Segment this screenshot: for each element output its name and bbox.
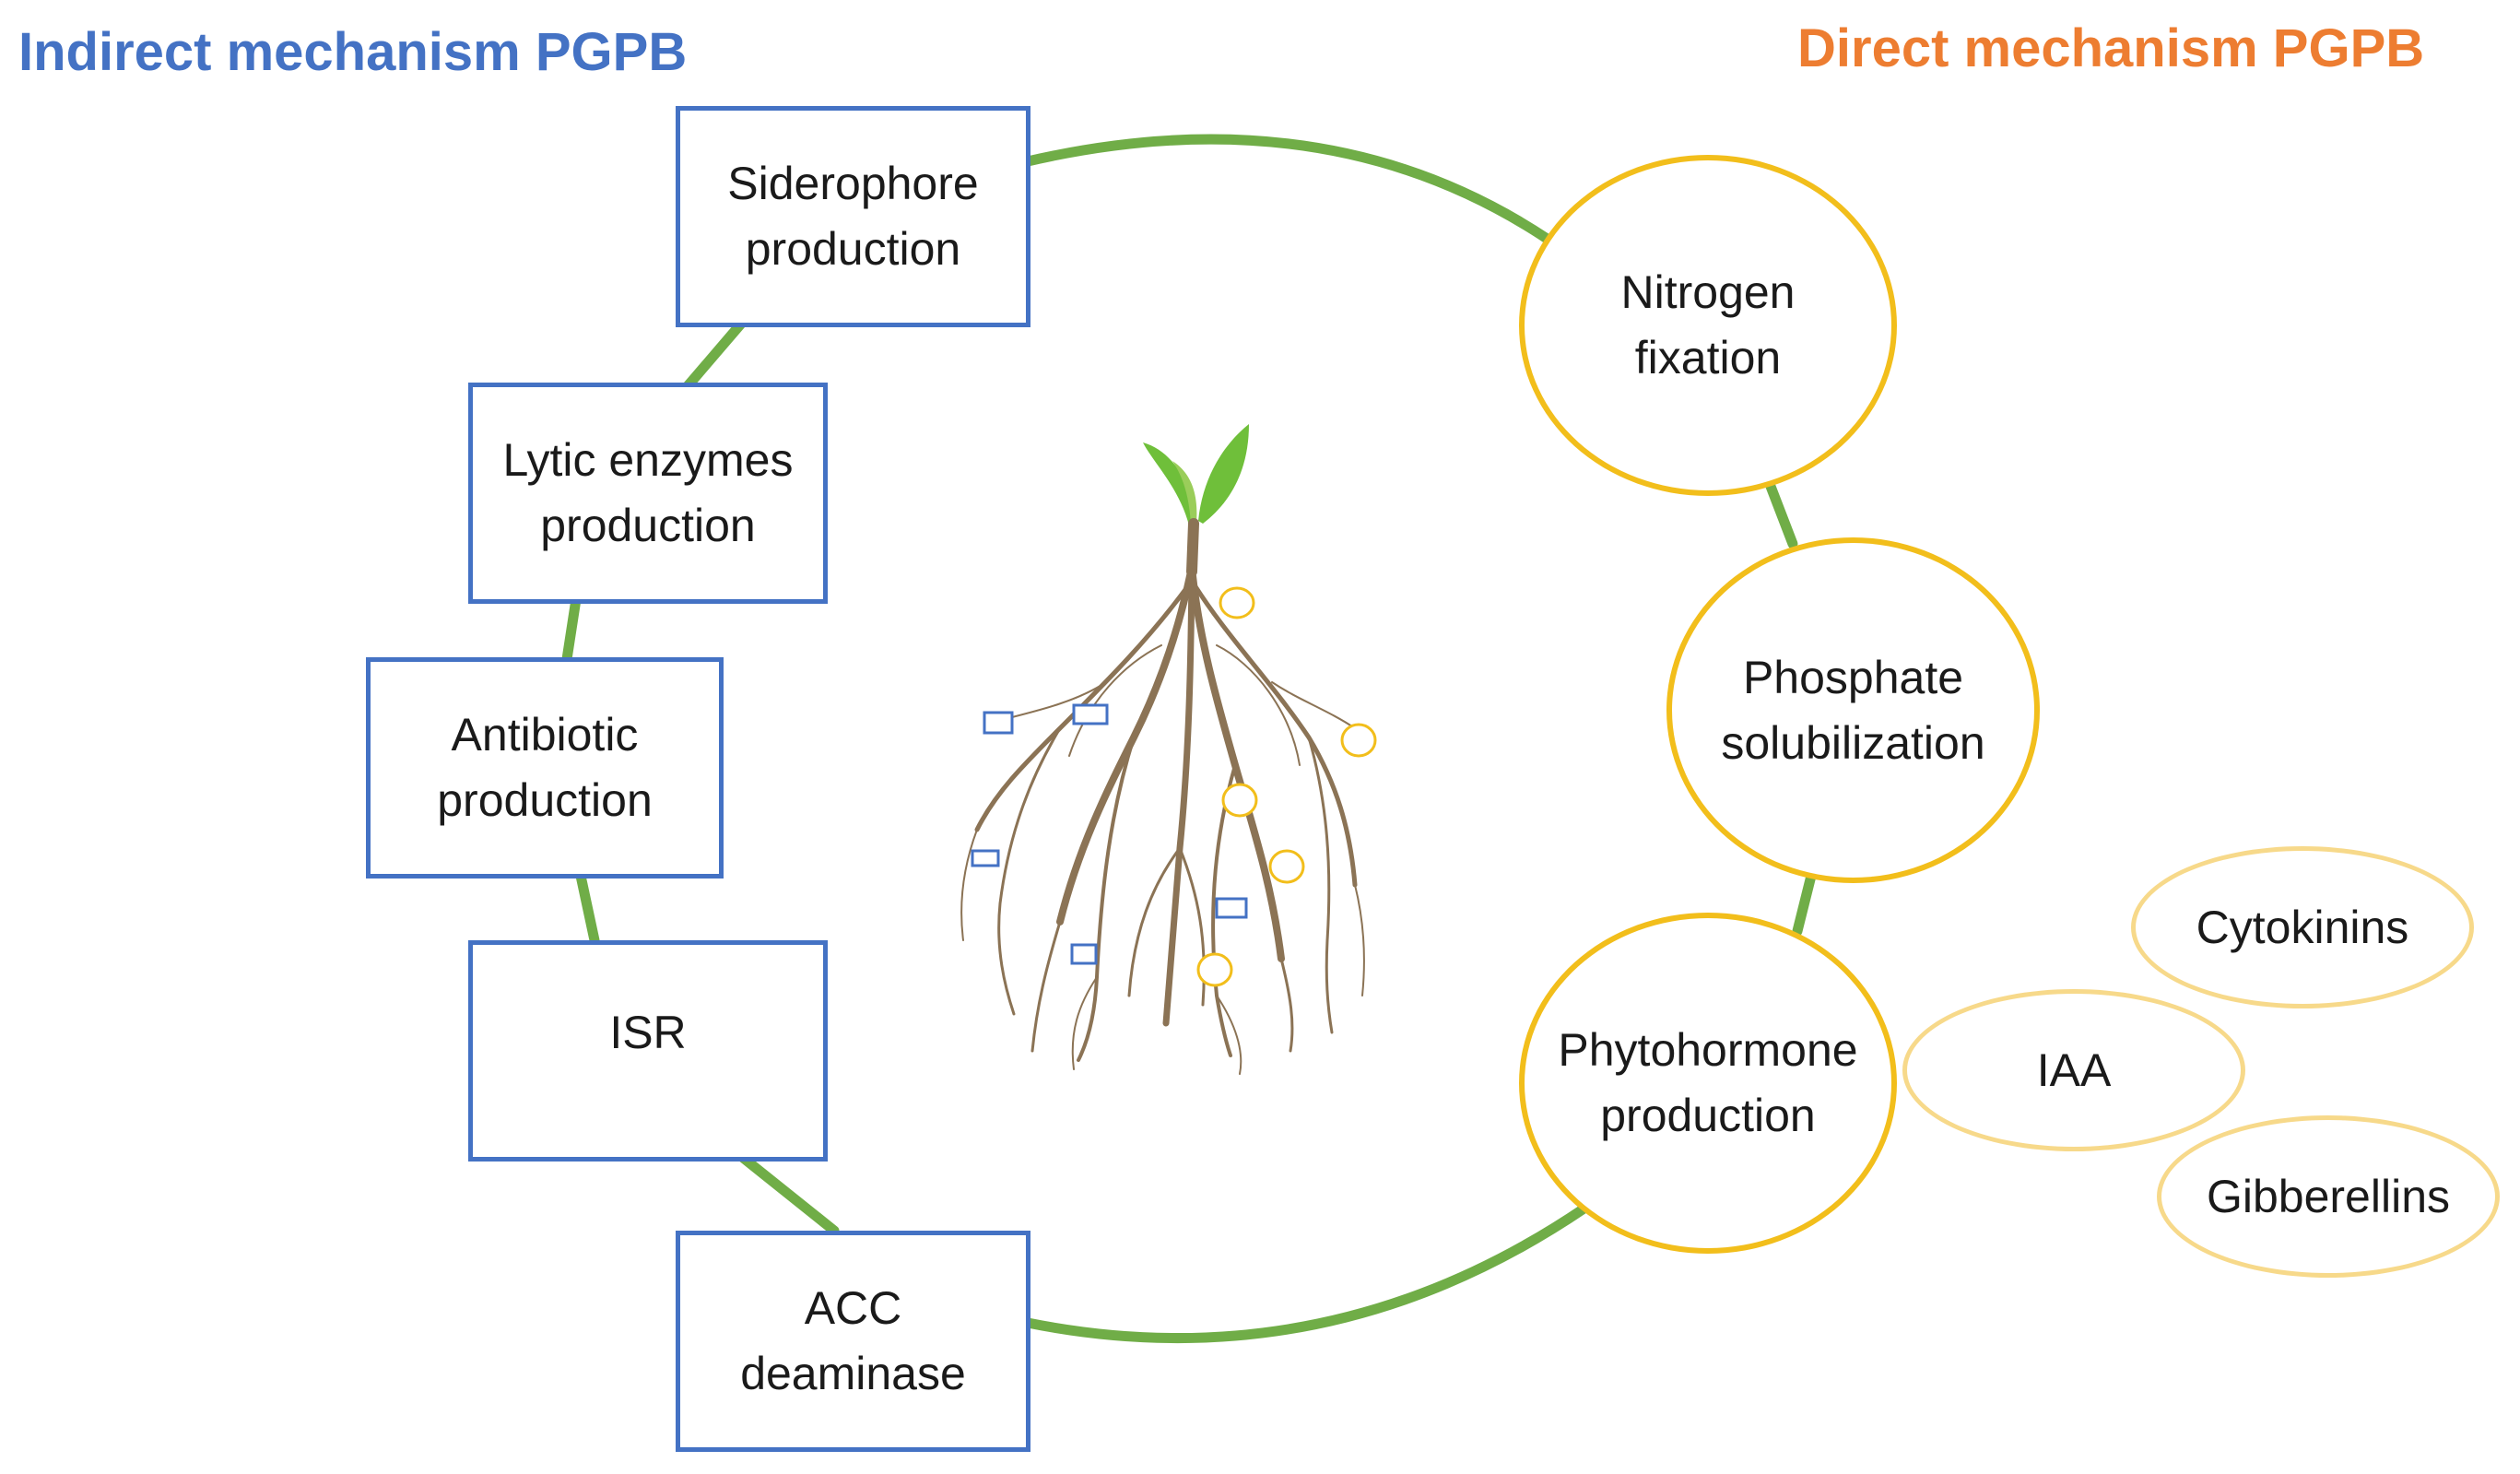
- coccus-bacteria: [1196, 586, 1377, 987]
- rod-bacterium-icon: [971, 849, 1000, 867]
- plant-with-roots-icon: [960, 424, 1377, 1075]
- box-label-line-1: Antibiotic: [451, 709, 639, 761]
- box-label-line-2: production: [745, 223, 961, 275]
- ring-link-4: [736, 1151, 840, 1236]
- lytic-enzymes-production-box: Lytic enzymes production: [468, 383, 828, 604]
- cytokinins-oval: Cytokinins: [2131, 846, 2474, 1008]
- phosphate-solubilization-circle: Phosphate solubilization: [1666, 537, 2040, 883]
- ring-link-3: [575, 870, 600, 946]
- rod-bacteria: [971, 703, 1248, 965]
- antibiotic-production-box: Antibiotic production: [366, 657, 724, 879]
- plant-leaves: [1143, 424, 1249, 525]
- rod-bacterium-icon: [1072, 703, 1109, 725]
- box-label-line-1: ACC: [804, 1282, 902, 1334]
- circle-label-line-2: fixation: [1634, 332, 1782, 383]
- box-label-line-2: production: [540, 500, 756, 551]
- ring-link-5: [1764, 478, 1798, 549]
- ring-top-arc: [1022, 134, 1554, 245]
- rod-bacterium-icon: [1215, 897, 1248, 919]
- connection-ring: [561, 134, 1817, 1344]
- coccus-bacterium-icon: [1268, 849, 1305, 884]
- circle-label-line-1: Phosphate: [1742, 651, 1964, 703]
- direct-mechanism-heading: Direct mechanism PGPB: [1797, 18, 2425, 78]
- ring-link-2: [561, 594, 582, 665]
- indirect-mechanism-heading: Indirect mechanism PGPB: [18, 22, 688, 82]
- box-label-line-2: production: [437, 774, 653, 826]
- phytohormone-production-circle: Phytohormone production: [1519, 913, 1897, 1254]
- isr-box: ISR: [468, 940, 828, 1162]
- coccus-bacterium-icon: [1340, 723, 1377, 758]
- nitrogen-fixation-circle: Nitrogen fixation: [1519, 155, 1897, 496]
- coccus-bacterium-icon: [1196, 952, 1233, 987]
- ring-link-6: [1792, 870, 1817, 937]
- coccus-bacterium-icon: [1219, 586, 1255, 619]
- box-label-line-2: deaminase: [740, 1348, 966, 1399]
- ring-bottom-arc: [1022, 1202, 1591, 1344]
- plant-roots: [960, 518, 1365, 1075]
- acc-deaminase-box: ACC deaminase: [676, 1231, 1030, 1452]
- circle-label-line-2: solubilization: [1721, 716, 1985, 769]
- circle-label-line-2: production: [1600, 1090, 1816, 1141]
- rod-bacterium-icon: [983, 711, 1014, 735]
- box-label-line-1: ISR: [609, 1007, 687, 1058]
- ring-link-1: [681, 317, 748, 393]
- coccus-bacterium-icon: [1221, 783, 1258, 818]
- iaa-oval: IAA: [1902, 989, 2245, 1151]
- siderophore-production-box: Siderophore production: [676, 106, 1030, 327]
- gibberellins-oval: Gibberellins: [2157, 1115, 2500, 1278]
- box-label-line-1: Lytic enzymes: [502, 434, 794, 486]
- circle-label-line-1: Nitrogen: [1620, 266, 1796, 318]
- box-label-line-1: Siderophore: [727, 158, 979, 209]
- rod-bacterium-icon: [1070, 943, 1098, 965]
- circle-label-line-1: Phytohormone: [1558, 1024, 1858, 1076]
